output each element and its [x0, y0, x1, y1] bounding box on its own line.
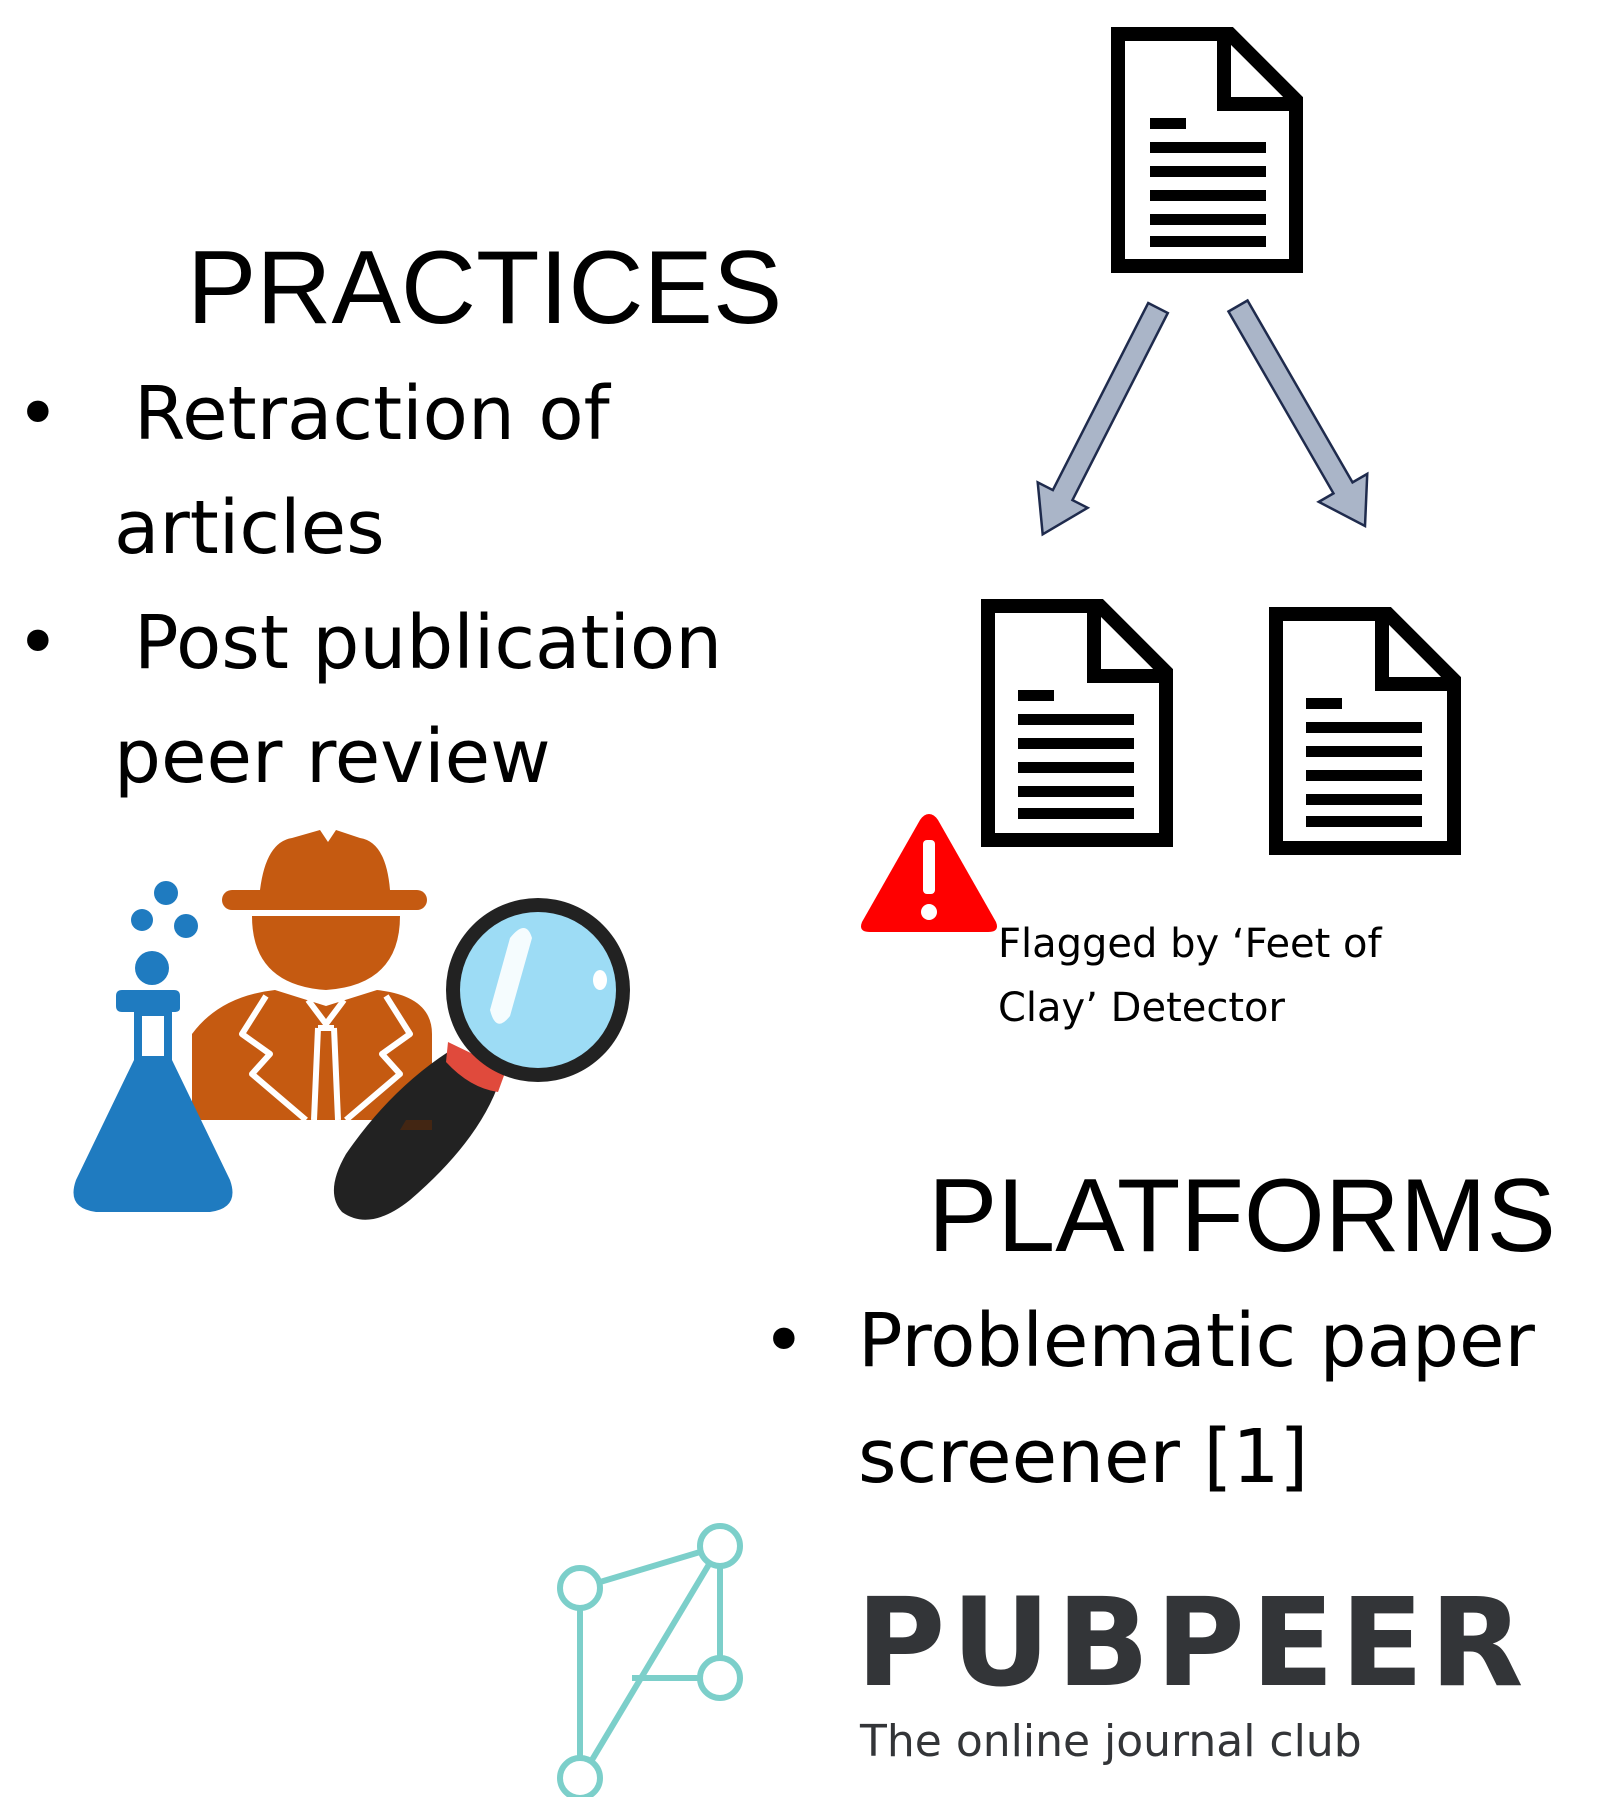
flagged-document-icon: [981, 599, 1173, 847]
left-down-arrow: [1036, 301, 1170, 537]
practice-item-1-line2: articles: [114, 485, 385, 571]
practice-item-1-line1: Retraction of: [134, 371, 610, 457]
clean-document-icon: [1269, 607, 1461, 855]
split-arrows: [1036, 298, 1369, 537]
flask-icon: [73, 990, 233, 1212]
research-illustration: [73, 830, 630, 1220]
platform-item-1-line2: screener [1]: [858, 1414, 1309, 1500]
detective-coat-lines: [239, 994, 413, 1123]
bullet-marker: •: [16, 371, 60, 457]
bullet-marker: •: [762, 1298, 806, 1384]
flag-caption-line2: Clay’ Detector: [998, 985, 1285, 1031]
flask-bubbles: [131, 881, 198, 985]
warning-triangle-icon: [861, 814, 997, 932]
flag-caption-line1: Flagged by ‘Feet of: [998, 921, 1382, 967]
platform-item-1-line1: Problematic paper: [858, 1298, 1535, 1384]
practice-item-2-line1: Post publication: [134, 600, 723, 686]
pubpeer-wordmark: PUBPEER: [856, 1572, 1530, 1714]
pubpeer-logo-icon: [557, 1523, 743, 1797]
right-down-arrow: [1226, 298, 1369, 528]
magnifying-glass-icon: [333, 898, 630, 1220]
practices-heading: PRACTICES: [187, 230, 783, 346]
platforms-heading: PLATFORMS: [928, 1158, 1556, 1274]
top-document-icon: [1111, 27, 1303, 273]
practice-item-2-line2: peer review: [114, 714, 551, 800]
bullet-marker: •: [16, 600, 60, 686]
pubpeer-tagline: The online journal club: [860, 1716, 1362, 1767]
